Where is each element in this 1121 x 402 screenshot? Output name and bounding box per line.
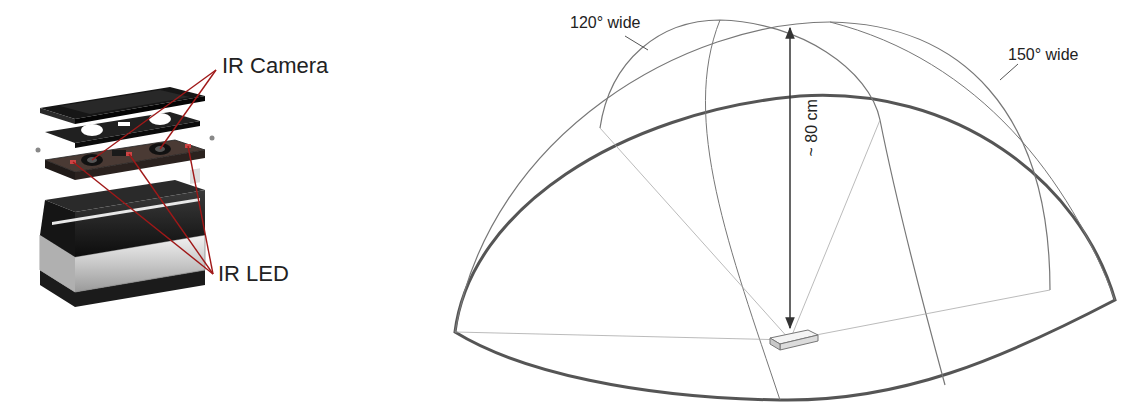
part-label: IR Camera — [222, 54, 328, 78]
sensor-device — [770, 330, 818, 350]
angle-label: 120° wide — [570, 14, 640, 32]
part-label: IR LED — [218, 262, 289, 286]
dimension-label: ~ 80 cm — [803, 99, 821, 156]
device-exploded-view — [36, 87, 215, 307]
angle-label: 150° wide — [1008, 46, 1078, 64]
field-of-view-dome — [455, 20, 1115, 400]
leader-lines — [73, 70, 216, 274]
